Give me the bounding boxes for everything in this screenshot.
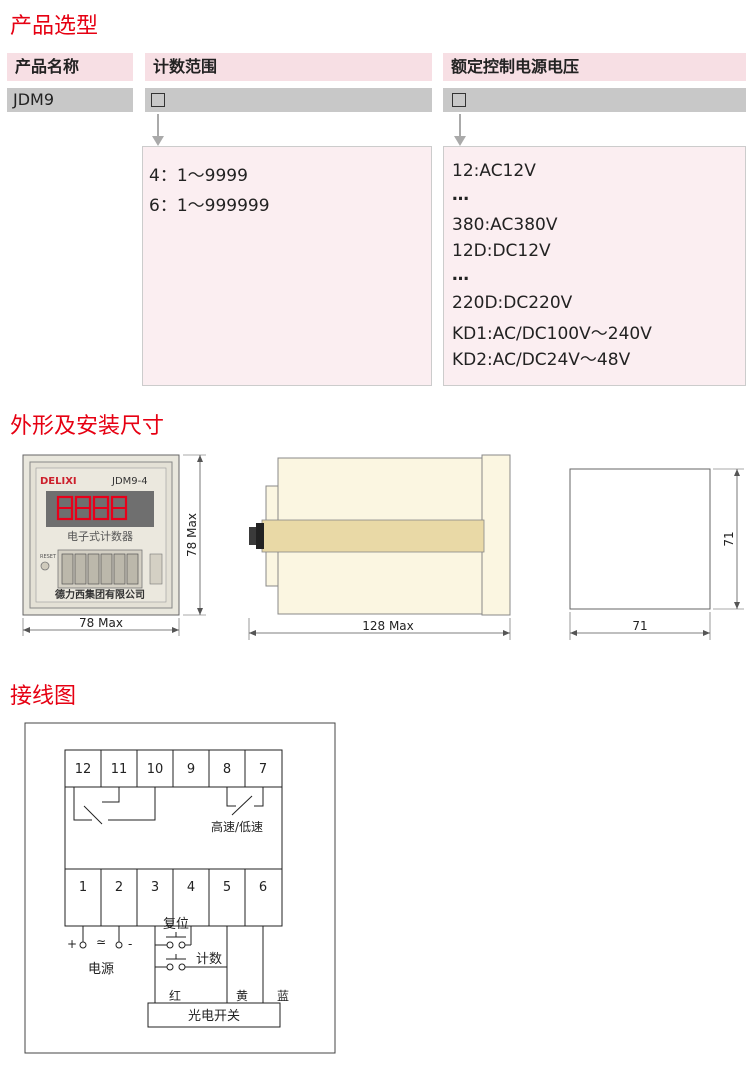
cutout-square <box>569 468 711 610</box>
voltage-option: 380:AC380V <box>452 215 558 235</box>
count-switch-contact <box>178 963 186 971</box>
voltage-options-box: 12:AC12V … 380:AC380V 12D:DC12V … 220D:D… <box>443 146 746 386</box>
voltage-ellipsis: … <box>452 265 469 285</box>
speed-switch-8-7 <box>226 787 264 816</box>
reset-label: 复位 <box>163 917 189 932</box>
wire-red-label: 红 <box>169 988 181 1003</box>
voltage-option: 12D:DC12V <box>452 241 551 261</box>
model-value: JDM9 <box>7 88 133 112</box>
selection-arrows <box>152 114 466 146</box>
panel-cutout-view: 71 71 <box>569 468 744 640</box>
header-count-range: 计数范围 <box>145 53 432 81</box>
dimension-drawings: DELIXI JDM9-4 电子式计数器 RESET 德力西集团有限公司 <box>22 454 744 640</box>
reset-switch-contact <box>166 941 174 949</box>
header-product-name: 产品名称 <box>7 53 133 81</box>
count-arrow-head <box>152 136 164 146</box>
terminal-10: 10 <box>147 762 164 777</box>
voltage-code-placeholder-box <box>452 93 466 107</box>
reset-switch-contact <box>178 941 186 949</box>
section-title-selection: 产品选型 <box>10 14 99 39</box>
side-view: 128 Max <box>248 454 511 640</box>
side-switch <box>149 553 163 585</box>
power-minus-sign: - <box>128 937 132 951</box>
terminal-1: 1 <box>79 880 87 895</box>
wire-blue-label: 蓝 <box>277 989 289 1003</box>
terminal-7: 7 <box>259 762 267 777</box>
power-label: 电源 <box>88 962 114 977</box>
terminal-2: 2 <box>115 880 123 895</box>
mounting-bracket <box>261 519 485 553</box>
voltage-arrow-head <box>454 136 466 146</box>
voltage-option: 220D:DC220V <box>452 293 573 313</box>
terminal-9: 9 <box>187 762 195 777</box>
power-plus-sign: + <box>67 937 77 951</box>
terminal-12: 12 <box>75 762 92 777</box>
front-height-label: 78 Max <box>185 513 199 557</box>
wire-yellow-label: 黄 <box>236 989 248 1003</box>
reset-button <box>40 561 50 571</box>
count-range-code-row <box>145 88 432 112</box>
count-options-box: 4：1～9999 6：1～999999 <box>142 146 432 386</box>
count-label: 计数 <box>196 952 222 967</box>
power-minus-terminal <box>115 941 123 949</box>
count-option-4: 4：1～9999 <box>149 166 248 186</box>
front-width-label: 78 Max <box>79 616 123 630</box>
section-title-wiring: 接线图 <box>10 684 77 709</box>
terminal-3: 3 <box>151 880 159 895</box>
relay-contact-12-11-10 <box>73 787 156 825</box>
front-view: DELIXI JDM9-4 电子式计数器 RESET 德力西集团有限公司 <box>22 454 206 636</box>
photoelectric-switch-label: 光电开关 <box>188 1009 240 1024</box>
voltage-ellipsis: … <box>452 185 469 205</box>
front-product-name: 电子式计数器 <box>67 530 133 543</box>
reset-count-circuit <box>154 926 264 1003</box>
section-title-dimensions: 外形及安装尺寸 <box>10 414 165 439</box>
terminal-11: 11 <box>111 762 128 777</box>
brand-logo: DELIXI <box>40 476 77 487</box>
count-switch-contact <box>166 963 174 971</box>
photoelectric-switch-box <box>147 1002 281 1028</box>
cutout-width-label: 71 <box>632 619 647 633</box>
terminal-5: 5 <box>223 880 231 895</box>
display-digits <box>56 495 128 521</box>
side-depth-label: 128 Max <box>362 619 414 633</box>
power-plus-terminal <box>79 941 87 949</box>
voltage-option: KD2:AC/DC24V～48V <box>452 350 631 370</box>
voltage-option: 12:AC12V <box>452 161 536 181</box>
side-front-bezel <box>481 454 511 616</box>
terminal-4: 4 <box>187 880 195 895</box>
reset-label: RESET <box>40 554 57 560</box>
header-rated-voltage: 额定控制电源电压 <box>443 53 746 81</box>
speed-label: 高速/低速 <box>211 819 263 834</box>
front-model-label: JDM9-4 <box>111 476 148 487</box>
count-code-placeholder-box <box>151 93 165 107</box>
voltage-option: KD1:AC/DC100V～240V <box>452 324 652 344</box>
voltage-code-row <box>443 88 746 112</box>
company-name: 德力西集团有限公司 <box>54 588 145 601</box>
terminal-6: 6 <box>259 880 267 895</box>
power-ac-dc-symbol: ≃ <box>96 935 106 949</box>
cutout-height-label: 71 <box>722 531 736 546</box>
wiring-diagram: 12 11 10 9 8 7 1 2 3 4 5 6 高速/低速 + ≃ - 电… <box>24 722 336 1054</box>
terminal-8: 8 <box>223 762 231 777</box>
count-option-6: 6：1～999999 <box>149 196 270 216</box>
wiring-frame <box>24 722 336 1054</box>
